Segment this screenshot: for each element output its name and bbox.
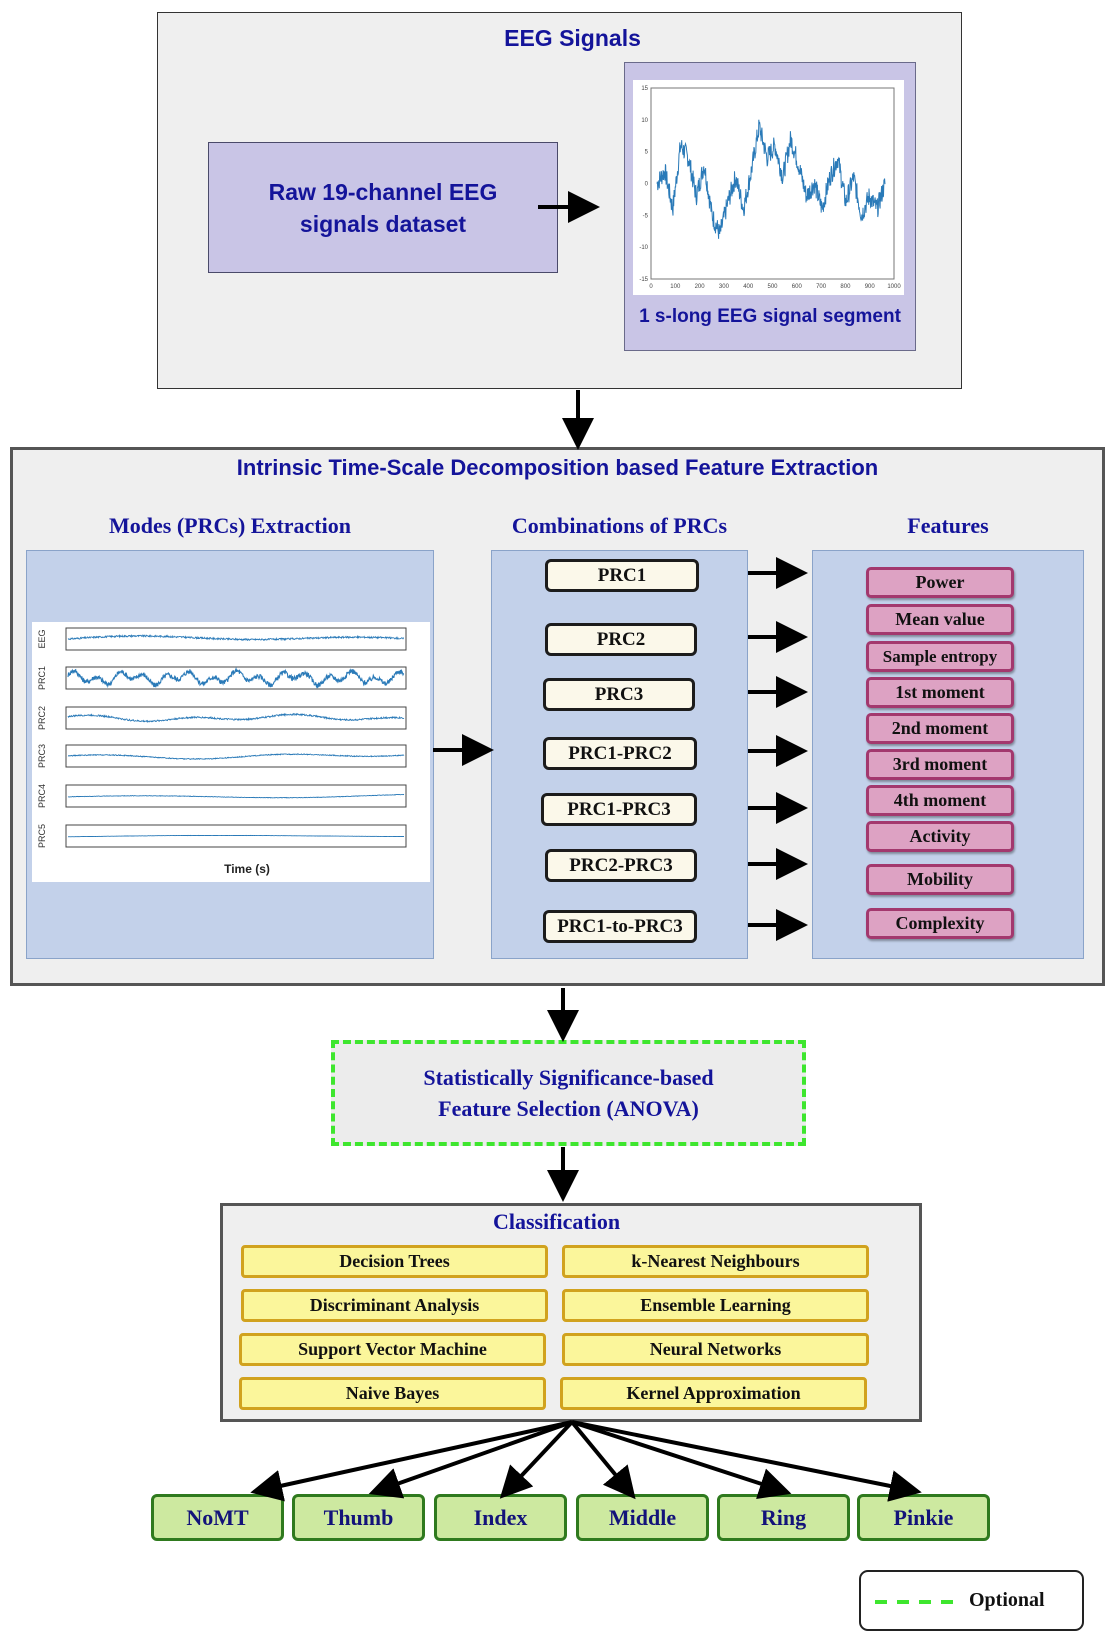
feature-selection-line2: Feature Selection (ANOVA) (438, 1096, 699, 1121)
prc-combination-4: PRC1-PRC3 (541, 793, 697, 826)
feature-2: Sample entropy (866, 641, 1014, 672)
segment-xtick: 900 (865, 284, 876, 290)
prc-combination-0: PRC1 (545, 559, 699, 592)
segment-xtick: 400 (743, 284, 754, 290)
prc-combination-6: PRC1-to-PRC3 (543, 910, 697, 943)
feature-selection-line1: Statistically Significance-based (423, 1065, 714, 1090)
features-header: Features (907, 513, 989, 538)
segment-ytick: -5 (643, 213, 649, 219)
mode-row-frame (65, 824, 407, 848)
prc-combination-3: PRC1-PRC2 (543, 737, 697, 770)
classifier-4: Support Vector Machine (239, 1333, 546, 1366)
arrow-to-pinkie (571, 1420, 922, 1502)
classifier-7: Kernel Approximation (560, 1377, 867, 1410)
segment-xtick: 300 (719, 284, 730, 290)
segment-ytick: -10 (639, 245, 648, 251)
segment-xtick: 0 (649, 284, 653, 290)
output-thumb: Thumb (292, 1494, 425, 1541)
output-nomt: NoMT (151, 1494, 284, 1541)
output-index: Index (434, 1494, 567, 1541)
legend-box: Optional (859, 1570, 1084, 1631)
segment-ytick: 10 (641, 118, 648, 124)
segment-xtick: 100 (670, 284, 681, 290)
segment-ytick: 15 (641, 86, 648, 92)
itd-title: Intrinsic Time-Scale Decomposition based… (236, 455, 879, 480)
feature-3: 1st moment (866, 677, 1014, 708)
arrow-to-thumb (368, 1420, 573, 1499)
feature-4: 2nd moment (866, 713, 1014, 744)
feature-selection-box: Statistically Significance-based Feature… (331, 1040, 806, 1146)
segment-plot-svg: 15 10 5 0 -5 -10 -15 0 100 200 300 400 500 600 700 800… (639, 86, 901, 290)
mode-row-label: PRC1 (37, 666, 47, 690)
segment-xtick: 1000 (887, 284, 901, 290)
arrow-to-middle (570, 1420, 636, 1500)
segment-ytick: -15 (639, 277, 648, 283)
mode-row-label: PRC5 (37, 824, 47, 848)
combinations-header: Combinations of PRCs (511, 513, 728, 538)
modes-xlabel: Time (s) (224, 862, 270, 876)
mode-row-label: PRC2 (37, 706, 47, 730)
mode-trace (67, 712, 405, 724)
raw-dataset-box: Raw 19-channel EEG signals dataset (208, 142, 558, 273)
mode-row-frame (65, 666, 407, 690)
mode-row-frame (65, 744, 407, 768)
mode-trace (67, 666, 405, 689)
segment-ytick: 0 (645, 182, 649, 188)
mode-trace (67, 753, 405, 761)
feature-7: Activity (866, 821, 1014, 852)
segment-plot: 15 10 5 0 -5 -10 -15 0 100 200 300 400 500 600 700 800… (633, 80, 904, 295)
modes-header: Modes (PRCs) Extraction (109, 513, 351, 538)
feature-1: Mean value (866, 604, 1014, 635)
legend-label: Optional (969, 1589, 1045, 1611)
prc-combination-5: PRC2-PRC3 (545, 849, 697, 882)
classifier-3: Ensemble Learning (562, 1289, 869, 1322)
segment-xtick: 500 (767, 284, 778, 290)
mode-trace (67, 834, 405, 838)
prc-combination-1: PRC2 (545, 623, 697, 656)
segment-caption: 1 s-long EEG signal segment (639, 306, 901, 327)
output-pinkie: Pinkie (857, 1494, 990, 1541)
segment-xtick: 600 (792, 284, 803, 290)
segment-ytick: 5 (645, 150, 649, 156)
mode-trace (67, 793, 405, 799)
classifier-5: Neural Networks (562, 1333, 869, 1366)
prc-combination-2: PRC3 (543, 678, 695, 711)
mode-row-frame (65, 784, 407, 808)
mode-row-label: PRC3 (37, 744, 47, 768)
feature-5: 3rd moment (866, 749, 1014, 780)
feature-6: 4th moment (866, 785, 1014, 816)
classifier-2: Discriminant Analysis (241, 1289, 548, 1322)
feature-9: Complexity (866, 908, 1014, 939)
segment-xtick: 700 (816, 284, 827, 290)
arrow-to-ring (571, 1420, 792, 1499)
output-middle: Middle (576, 1494, 709, 1541)
output-ring: Ring (717, 1494, 850, 1541)
legend-dash-sample (875, 1600, 955, 1604)
arrow-to-index (499, 1420, 574, 1499)
arrow-to-nomt (250, 1420, 573, 1502)
segment-xtick: 800 (840, 284, 851, 290)
segment-xtick: 200 (695, 284, 706, 290)
mode-trace (67, 633, 404, 642)
feature-8: Mobility (866, 864, 1014, 895)
classification-title: Classification (492, 1209, 621, 1234)
feature-0: Power (866, 567, 1014, 598)
eeg-signals-title: EEG Signals (504, 25, 641, 51)
mode-row-frame (65, 706, 407, 730)
mode-row-frame (65, 627, 407, 651)
raw-dataset-label: Raw 19-channel EEG signals dataset (268, 178, 498, 237)
classifier-0: Decision Trees (241, 1245, 548, 1278)
eeg-segment-trace (656, 119, 886, 239)
mode-row-label: EEG (37, 629, 47, 648)
classifier-1: k-Nearest Neighbours (562, 1245, 869, 1278)
classifier-6: Naive Bayes (239, 1377, 546, 1410)
mode-row-label: PRC4 (37, 784, 47, 808)
